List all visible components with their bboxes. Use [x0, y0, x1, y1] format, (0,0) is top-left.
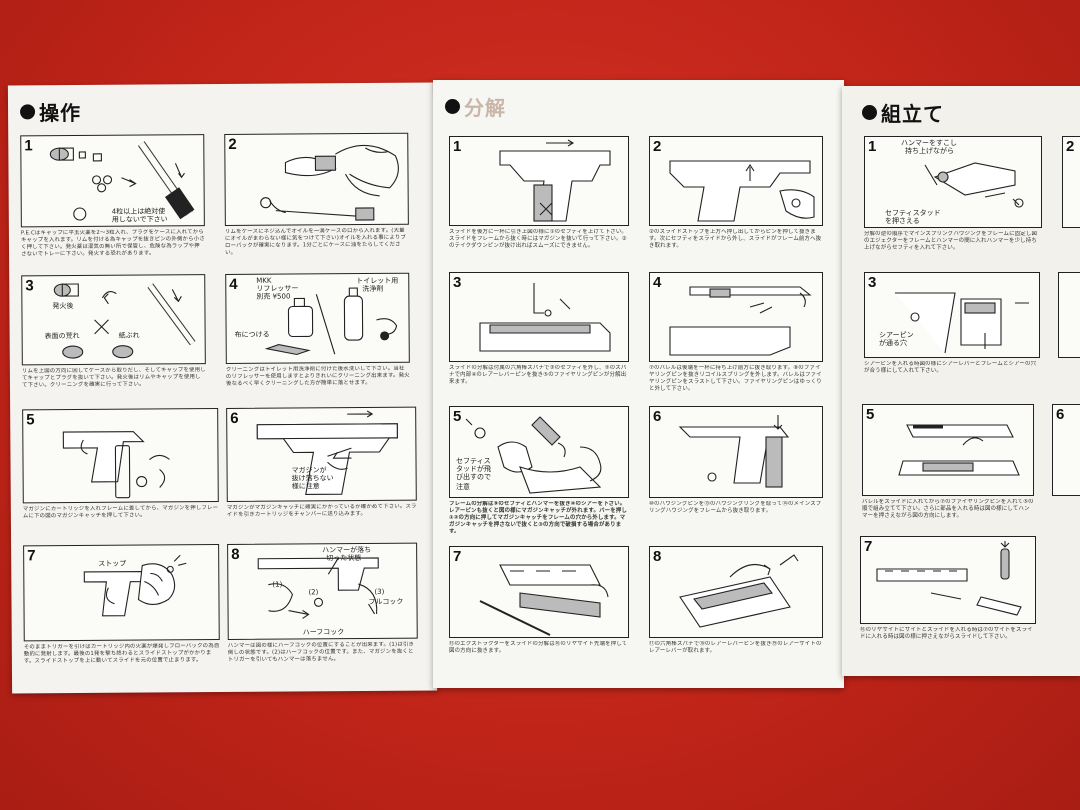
- disassembly-step-4: 4 ⑦のバレルは後端を一杯に持ち上げ前方に抜き取ります。⑧のファイヤリングピンを…: [649, 272, 823, 392]
- step-caption: スライドの分解は付属の六角棒スパナで③のセフティを外し、⑤のスパナで内部④のレア…: [449, 365, 627, 385]
- disassembly-step-6: 6 ⑩のハウジングピンを⑬のハウジングリングを取って⑭のメインスプリングハウジン…: [649, 406, 823, 534]
- step-caption: ⑩のハウジングピンを⑬のハウジングリングを取って⑭のメインスプリングハウジングを…: [649, 501, 822, 514]
- bullet-icon: [862, 105, 877, 120]
- firing-illustration: [83, 554, 187, 617]
- oil-application-illustration: [260, 144, 399, 221]
- step-caption: スライドを後方に一杯に引き上図の様に①のセフティを上げて下さい。スライドをフレー…: [449, 229, 628, 249]
- step-caption: ②のスライドストップを上方へ押し出してからピンを押して抜きます。次にセフティをス…: [649, 229, 822, 249]
- step-caption: ⑦のバレルは後端を一杯に持ち上げ前方に抜き取ります。⑧のファイヤリングピンを抜き…: [649, 365, 822, 391]
- step-illustration: 2: [649, 136, 823, 226]
- pistol-side-illustration: [256, 410, 398, 495]
- housing-removal-illustration: [678, 415, 790, 488]
- slide-stop-removal-illustration: [669, 160, 815, 222]
- step-illustration: 5: [862, 404, 1034, 496]
- step-caption: 分解の逆の順序でマインスプリングハウジングをフレームに固定し図のエジェクターをフ…: [864, 231, 1038, 251]
- hammer-assembly-illustration: [924, 162, 1024, 208]
- assembly-title: 組立て: [862, 98, 944, 127]
- frame-disassembly-illustration: [465, 416, 602, 494]
- step-caption: ⑯のリヤサイトにサイトとスライドを入れる時は⑦のサイトをスライドに入れる時は図の…: [860, 627, 1033, 640]
- step-caption: クリーニングはトイレット用洗浄剤に付けた後水洗いして下さい。当社のリフレッサーを…: [225, 365, 410, 387]
- assembly-step-2-partial: 2: [1062, 136, 1080, 228]
- disassembly-step-1: 1 スライドを後方に一杯に引き上図の様に①のセフティを上げて下さい。スライドをフ…: [449, 136, 629, 262]
- step-caption: リムをケースにネジ込んでオイルを一滴ケースの口から入れます。(大量にオイルがまわ…: [224, 227, 407, 256]
- step-illustration: 5 セフティス タッドが飛 び出すので 注意: [449, 406, 629, 498]
- case-cleaning-illustration: [53, 283, 196, 359]
- refresher-bottles-illustration: [264, 287, 398, 356]
- step-caption: ⑰の六角棒スパナで⑱のレアーレバーピンを抜き⑲のレアーサイトのレアーレバーが取れ…: [649, 641, 822, 654]
- step-illustration: 3 シアーピン が通る穴: [864, 272, 1040, 358]
- step-caption: シアーピンを入れる時図の様にシアーレバーとフレームとシアーの穴が合う様にして入れ…: [864, 361, 1037, 374]
- step-caption: P.E.Cはキャップに平玉火薬を2〜3粒入れ、プラグをケースに入れてからキャップ…: [20, 229, 205, 258]
- operation-panel: 操作 1 4粒以上は絶対使 用しないで下さい P.E.Cはキャップに平玉火薬を2…: [7, 82, 438, 694]
- step-caption: リムを上図の方向に回してケースから取りだし、そしてキャップを使用してキャップとプ…: [21, 367, 206, 389]
- operation-step-3: 3 発火後 表面の荒れ 紙ぶれ リムを上図の方向に回してケースから取りだし、そし…: [21, 274, 206, 399]
- hammer-positions-illustration: [257, 557, 379, 619]
- cartridge-loading-illustration: [49, 141, 195, 221]
- assembly-panel: 組立て 1 ハンマーをすこし 持ち上げながら セフティスタッド を押さえる 分解…: [842, 86, 1080, 676]
- step-illustration: 1: [449, 136, 629, 226]
- operation-step-8: 8 ハンマーが落ち 切った状態 (1) (2) (3) フルコック ハーフコック…: [227, 542, 418, 686]
- step-caption: マガジンにカートリッジを入れフレームに差してから、マガジンを押しフレームに下の図…: [22, 505, 219, 520]
- slide-back-illustration: [499, 139, 611, 222]
- step-illustration: 7: [860, 536, 1036, 624]
- extractor-removal-illustration: [479, 564, 609, 636]
- step-illustration: 3: [449, 272, 629, 362]
- operation-step-7: 7 ストップ そのままトリガーを引けばカートリッジ内の火薬が爆発しブローバックの…: [23, 544, 220, 687]
- operation-step-1: 1 4粒以上は絶対使 用しないで下さい P.E.Cはキャップに平玉火薬を2〜3粒…: [20, 134, 205, 263]
- step-illustration: 1 ハンマーをすこし 持ち上げながら セフティスタッド を押さえる: [864, 136, 1042, 228]
- operation-title: 操作: [20, 97, 81, 126]
- step-caption: ハンマーは図の様にハーフコックの位置にすることが出来ます。(1)は引き倒しの状態…: [227, 641, 415, 663]
- assembly-step-1: 1 ハンマーをすこし 持ち上げながら セフティスタッド を押さえる 分解の逆の順…: [864, 136, 1042, 262]
- assembly-step-4-partial: [1058, 272, 1080, 358]
- assembly-step-7: 7 ⑯のリヤサイトにサイトとスライドを入れる時は⑦のサイトをスライドに入れる時は…: [860, 536, 1036, 668]
- step-illustration: 6 マガジンが 抜け落ちない 様に注意: [226, 406, 417, 502]
- step-illustration: 6: [649, 406, 823, 498]
- assembly-step-5: 5 バレルをスライドに入れてから⑦のファイヤリングピンを入れて⑤の順で組み立てて…: [862, 404, 1034, 532]
- assembly-step-6-partial: 6: [1052, 404, 1080, 496]
- step-illustration: 1 4粒以上は絶対使 用しないで下さい: [20, 134, 205, 228]
- rear-sight-assembly-illustration: [876, 541, 1022, 616]
- barrel-removal-illustration: [669, 286, 812, 356]
- disassembly-step-3: 3 スライドの分解は付属の六角棒スパナで③のセフティを外し、⑤のスパナで内部④の…: [449, 272, 629, 392]
- step-illustration: 7: [449, 546, 629, 638]
- step-caption: そのままトリガーを引けばカートリッジ内の火薬が爆発しブローバックの為自動的に発射…: [23, 643, 220, 665]
- step-illustration: 2: [224, 132, 409, 226]
- assembly-step-3: 3 シアーピン が通る穴 シアーピンを入れる時図の様にシアーレバーとフレームとシ…: [864, 272, 1040, 390]
- step-illustration: 8: [649, 546, 823, 638]
- sear-pin-illustration: [895, 292, 1029, 354]
- step-caption: マガジンがマガジンキャッチに確実にかかっているか確かめて下さい。スライドを引きカ…: [226, 503, 417, 518]
- operation-step-2: 2 リムをケースにネジ込んでオイルを一滴ケースの口から入れます。(大量にオイルが…: [224, 132, 409, 262]
- disassembly-step-7: 7 ⑮のエクストラクターをスライドの分解は⑯のリヤサイト先端を押して図の方向に抜…: [449, 546, 629, 674]
- step-illustration: 7 ストップ: [23, 544, 220, 642]
- step-illustration: 5: [22, 408, 219, 504]
- step-caption: バレルをスライドに入れてから⑦のファイヤリングピンを入れて⑤の順で組み立てて下さ…: [862, 499, 1034, 519]
- operation-step-5: 5 マガジンにカートリッジを入れフレームに差してから、マガジンを押しフレームに下…: [22, 408, 219, 533]
- step-caption: フレームの分解は⑨のセフティとハンマーを抜き⑩のシアーを下さい。レアーピンも抜く…: [449, 501, 628, 533]
- bullet-icon: [20, 104, 36, 120]
- operation-step-6: 6 マガジンが 抜け落ちない 様に注意 マガジンがマガジンキャッチに確実にかかっ…: [226, 406, 417, 532]
- magazine-insert-illustration: [62, 431, 170, 499]
- step-illustration: 3 発火後 表面の荒れ 紙ぶれ: [21, 274, 206, 366]
- disassembly-step-5: 5 セフティス タッドが飛 び出すので 注意 フレームの分解は⑨のセフティとハン…: [449, 406, 629, 534]
- step-illustration: 4: [649, 272, 823, 362]
- disassembly-panel: 分解 1 スライドを後方に一杯に引き上図の様に①のセフティを上げて下さい。スライ…: [433, 80, 844, 688]
- bullet-icon: [445, 99, 460, 114]
- operation-step-4: 4 MKK リフレッサー 別売 ¥500 トイレット用 洗浄剤 布につける クリ…: [225, 272, 410, 398]
- step-illustration: 4 MKK リフレッサー 別売 ¥500 トイレット用 洗浄剤 布につける: [225, 272, 410, 364]
- slide-assembly-illustration: [898, 424, 1020, 476]
- slide-interior-illustration: [479, 283, 611, 352]
- disassembly-title: 分解: [445, 92, 506, 121]
- disassembly-step-8: 8 ⑰の六角棒スパナで⑱のレアーレバーピンを抜き⑲のレアーサイトのレアーレバーが…: [649, 546, 823, 674]
- disassembly-step-2: 2 ②のスライドストップを上方へ押し出してからピンを押して抜きます。次にセフティ…: [649, 136, 823, 262]
- step-caption: ⑮のエクストラクターをスライドの分解は⑯のリヤサイト先端を押して図の方向に抜きま…: [449, 641, 628, 654]
- rear-sight-removal-illustration: [679, 554, 799, 628]
- step-illustration: 8 ハンマーが落ち 切った状態 (1) (2) (3) フルコック ハーフコック: [227, 542, 418, 640]
